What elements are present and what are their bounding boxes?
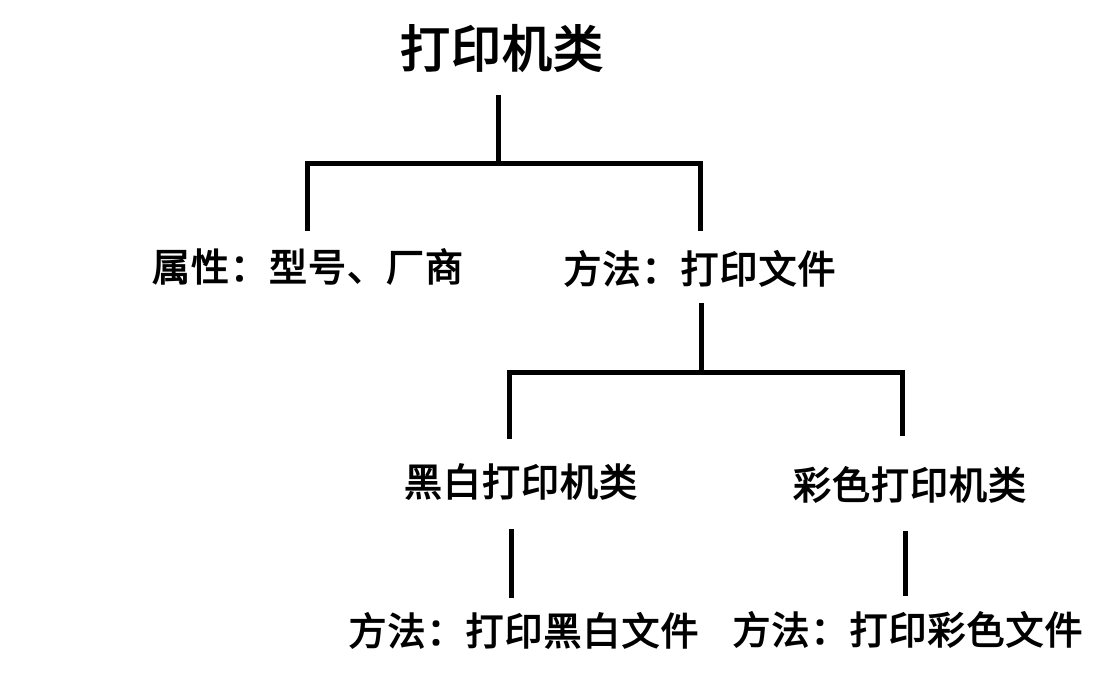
connector-method-stem (699, 303, 704, 372)
attributes-label: 属性：型号、厂商 (151, 248, 465, 290)
connector-bw-method-stem (509, 529, 514, 598)
method-print-file-label: 方法：打印文件 (563, 250, 837, 292)
connector-color-method-stem (903, 531, 908, 596)
connector-root-stem (496, 95, 501, 163)
root-class-label: 打印机类 (400, 22, 604, 78)
connector-branch1-horizontal (305, 161, 703, 166)
bw-printer-method-label: 方法：打印黑白文件 (348, 612, 700, 654)
connector-branch1-left-drop (305, 161, 310, 231)
connector-branch1-right-drop (698, 161, 703, 231)
connector-branch2-horizontal (507, 370, 905, 375)
color-printer-class-label: 彩色打印机类 (792, 466, 1028, 508)
color-printer-method-label: 方法：打印彩色文件 (732, 611, 1084, 653)
bw-printer-class-label: 黑白打印机类 (403, 463, 639, 505)
connector-branch2-right-drop (900, 370, 905, 436)
connector-branch2-left-drop (507, 370, 512, 439)
